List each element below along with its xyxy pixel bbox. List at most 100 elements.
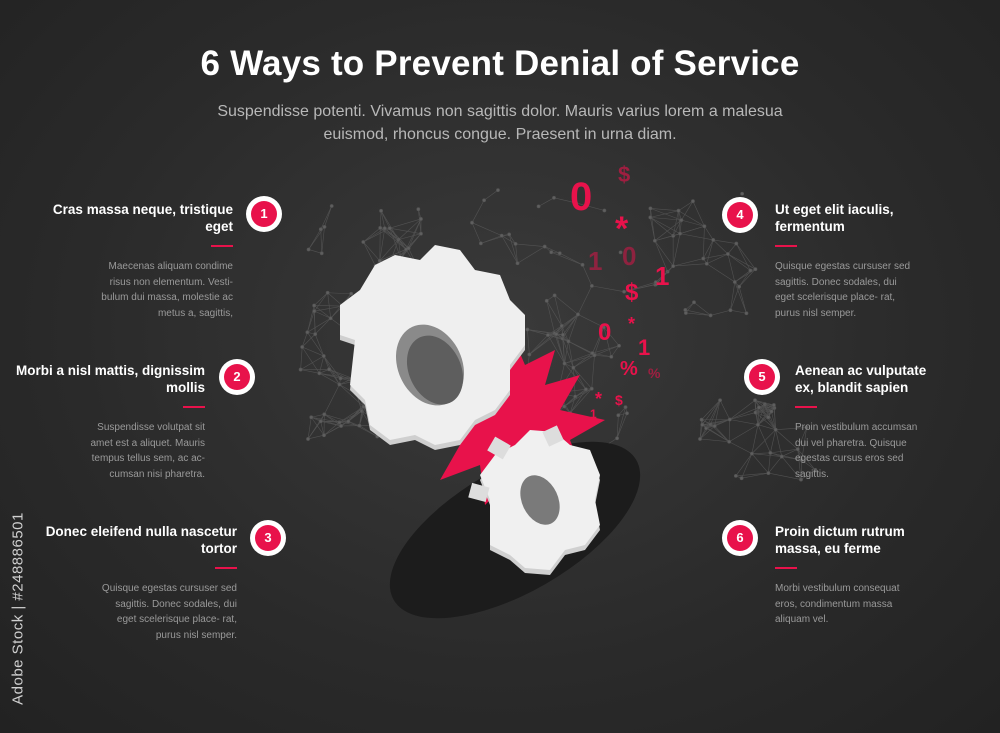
network-node (766, 415, 771, 420)
network-line (320, 229, 323, 254)
network-node (737, 284, 742, 289)
network-line (736, 243, 751, 271)
network-line (797, 448, 816, 471)
network-node (623, 405, 628, 410)
large-gear (340, 245, 525, 450)
network-line (738, 268, 756, 287)
network-node (771, 403, 776, 407)
network-line (389, 228, 402, 259)
network-node (298, 367, 303, 372)
step-5: Aenean ac vulputate ex, blandit sapien P… (795, 362, 995, 482)
network-node (739, 476, 744, 481)
network-line (734, 281, 747, 314)
network-line (729, 400, 756, 420)
network-line (703, 239, 714, 259)
network-line (757, 424, 776, 430)
network-node (804, 425, 809, 430)
network-node (322, 433, 326, 438)
network-line (517, 246, 545, 264)
network-line (313, 292, 328, 306)
step-4: Ut eget elit iaculis, fermentum Quisque … (775, 201, 975, 321)
network-line (384, 228, 407, 250)
network-line (758, 407, 772, 412)
network-node (379, 208, 383, 213)
network-node (318, 227, 323, 232)
network-node (557, 251, 562, 256)
network-node (566, 339, 571, 344)
network-line (755, 412, 776, 430)
network-node (602, 208, 607, 213)
network-line (741, 453, 753, 479)
network-node (692, 300, 696, 305)
network-line (363, 241, 381, 261)
network-line (553, 197, 577, 204)
data-glyphs: 0 $ * 1 0 1 $ 0 * 1 % % * 1 $ (570, 162, 669, 420)
network-line (775, 429, 783, 457)
network-line (770, 448, 798, 454)
network-line (729, 407, 760, 420)
network-node (536, 204, 541, 209)
gear-tooth-fragment (542, 425, 564, 447)
network-line (301, 333, 316, 348)
step-1-body: Maecenas aliquam condime risus non eleme… (101, 261, 233, 319)
network-line (702, 419, 730, 426)
network-line (706, 263, 735, 283)
step-2-heading: Morbi a nisl mattis, dignissim mollis (15, 363, 205, 395)
network-line (758, 407, 775, 409)
network-line (314, 311, 316, 335)
step-5-heading: Aenean ac vulputate ex, blandit sapien (795, 363, 927, 395)
network-line (679, 233, 714, 241)
network-line (701, 419, 715, 427)
network-line (706, 239, 714, 264)
network-line (573, 355, 595, 368)
network-node (339, 424, 343, 428)
network-line (380, 210, 386, 229)
glyph: $ (625, 279, 639, 306)
network-line (569, 388, 592, 414)
network-node (325, 290, 330, 295)
network-line (363, 241, 376, 267)
network-node (725, 252, 730, 256)
network-node (653, 280, 658, 285)
network-node (733, 474, 738, 478)
network-node (515, 261, 520, 266)
network-line (758, 407, 776, 430)
network-line (573, 367, 587, 390)
network-line (380, 210, 399, 240)
network-line (751, 429, 776, 454)
network-line (562, 338, 574, 368)
network-line (320, 421, 342, 427)
network-node (617, 343, 621, 348)
network-line (577, 285, 593, 315)
network-line (719, 400, 731, 420)
network-line (713, 239, 729, 255)
network-line (727, 253, 756, 270)
network-line (751, 453, 769, 474)
network-line (685, 302, 695, 314)
network-line (591, 355, 595, 389)
network-line (314, 305, 343, 307)
network-line (692, 201, 705, 227)
network-line (758, 404, 774, 408)
network-line (483, 189, 499, 201)
network-line (728, 441, 753, 454)
network-line (314, 292, 328, 312)
network-line (706, 253, 729, 264)
step-5-divider (795, 406, 817, 408)
network-line (801, 459, 816, 471)
network-line (307, 434, 325, 440)
network-line (730, 286, 740, 311)
network-line (616, 407, 626, 439)
network-node (734, 241, 739, 246)
network-line (308, 249, 322, 254)
network-line (314, 305, 344, 312)
network-node (769, 409, 774, 414)
network-line (710, 309, 731, 316)
step-4-number: 4 (727, 202, 753, 228)
network-line (551, 251, 583, 266)
network-line (611, 345, 620, 357)
network-node (322, 412, 327, 417)
network-node (419, 231, 423, 236)
network-line (702, 424, 715, 427)
glyph: 0 (598, 319, 611, 346)
